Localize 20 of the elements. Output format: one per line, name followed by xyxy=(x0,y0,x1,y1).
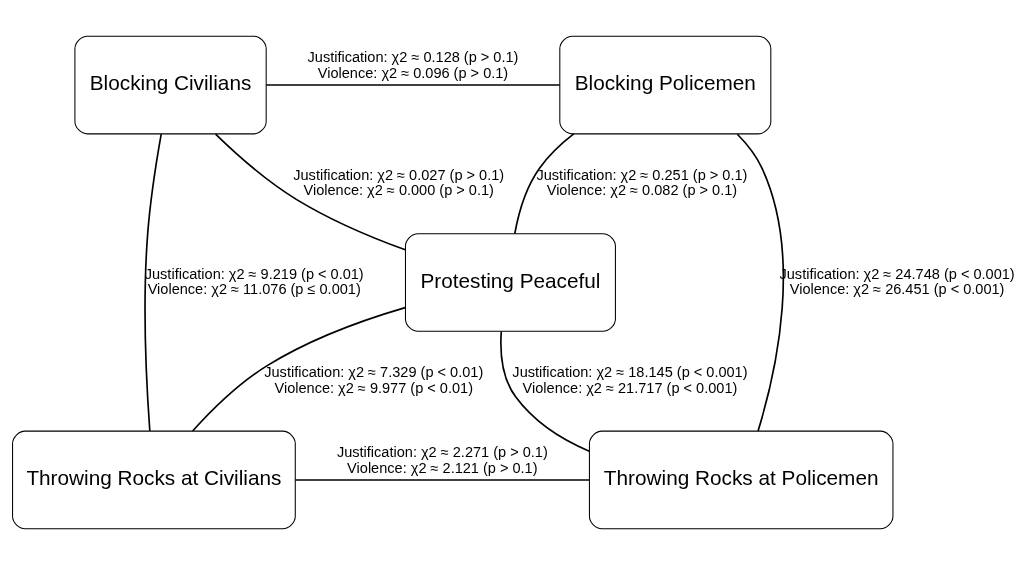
edge-label: Justification: χ2 ≈ 2.271 (p > 0.1) Violence: χ2 ≈ 2.121 (p > 0.1) xyxy=(336,443,548,476)
connector xyxy=(514,132,575,234)
node-box: Throwing Rocks at Civilians xyxy=(12,430,296,529)
edge-label: Justification: χ2 ≈ 0.128 (p > 0.1) Violence: χ2 ≈ 0.096 (p > 0.1) xyxy=(307,48,519,81)
connector xyxy=(265,83,561,86)
edge-label: Justification: χ2 ≈ 0.027 (p > 0.1) Violence: χ2 ≈ 0.000 (p > 0.1) xyxy=(293,166,505,198)
node-box: Blocking Civilians xyxy=(74,35,267,134)
connector xyxy=(214,132,407,251)
edge-label: Justification: χ2 ≈ 7.329 (p < 0.01) Violence: χ2 ≈ 9.977 (p < 0.01) xyxy=(264,363,484,396)
connector xyxy=(144,132,163,432)
connector xyxy=(294,478,590,481)
connector xyxy=(736,132,785,432)
edge-label: Justification: χ2 ≈ 0.251 (p > 0.1) Violence: χ2 ≈ 0.082 (p > 0.1) xyxy=(536,166,748,198)
edge-label: Justification: χ2 ≈ 18.145 (p < 0.001) Violence: χ2 ≈ 21.717 (p < 0.001) xyxy=(512,363,748,396)
connector xyxy=(500,330,591,452)
edge-label: Justification: χ2 ≈ 9.219 (p < 0.01) Violence: χ2 ≈ 11.076 (p ≤ 0.001) xyxy=(144,265,364,297)
node-box: Blocking Policemen xyxy=(559,35,772,134)
node-box: Throwing Rocks at Policemen xyxy=(588,430,894,529)
connector xyxy=(191,306,407,432)
node-box: Protesting Peaceful xyxy=(404,232,616,332)
